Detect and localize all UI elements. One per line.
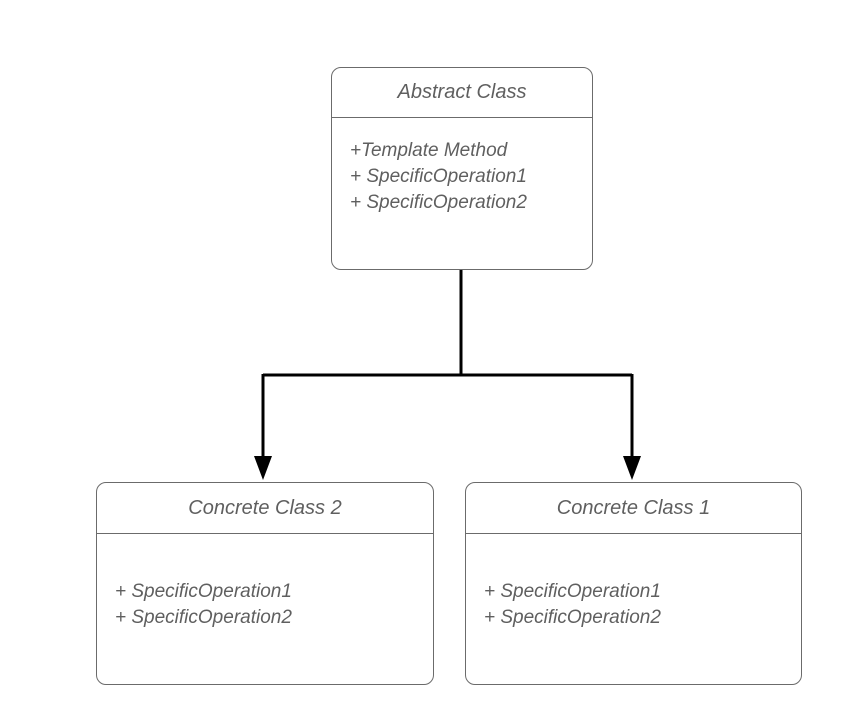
abstract-class-operations: +Template Method + SpecificOperation1 + … xyxy=(332,118,592,216)
concrete-class-1-box[interactable]: Concrete Class 1 + SpecificOperation1 + … xyxy=(465,482,802,685)
operation-template-method: +Template Method xyxy=(350,140,508,161)
concrete-class-1-operations: + SpecificOperation1 + SpecificOperation… xyxy=(466,534,801,631)
operation-specific-1: + SpecificOperation1 xyxy=(350,166,527,187)
concrete-class-1-name: Concrete Class 1 xyxy=(466,483,801,534)
operation-specific-1: + SpecificOperation1 xyxy=(484,581,661,602)
abstract-class-box[interactable]: Abstract Class +Template Method + Specif… xyxy=(331,67,593,270)
operation-specific-2: + SpecificOperation2 xyxy=(484,607,661,628)
concrete-class-2-box[interactable]: Concrete Class 2 + SpecificOperation1 + … xyxy=(96,482,434,685)
concrete-class-2-name: Concrete Class 2 xyxy=(97,483,433,534)
arrowhead-right xyxy=(623,456,641,480)
operation-specific-2: + SpecificOperation2 xyxy=(115,607,292,628)
concrete-class-2-operations: + SpecificOperation1 + SpecificOperation… xyxy=(97,534,433,631)
operation-specific-1: + SpecificOperation1 xyxy=(115,581,292,602)
abstract-class-name: Abstract Class xyxy=(332,68,592,118)
operation-specific-2: + SpecificOperation2 xyxy=(350,192,527,213)
arrowhead-left xyxy=(254,456,272,480)
